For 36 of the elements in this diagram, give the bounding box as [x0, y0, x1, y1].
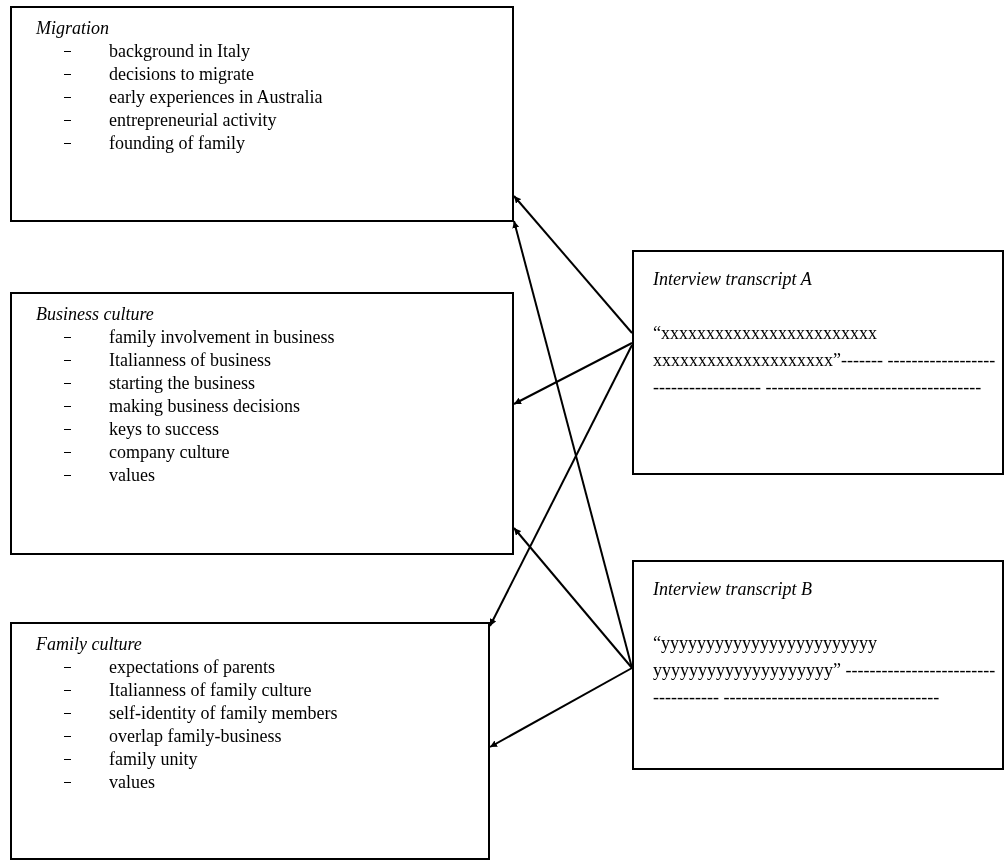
list-item: values [109, 464, 155, 487]
list-item: making business decisions [109, 395, 300, 418]
topic-heading: Migration [36, 17, 109, 40]
list-item: Italianness of family culture [109, 679, 312, 702]
topic-box [10, 6, 514, 222]
list-item: entrepreneurial activity [109, 109, 277, 132]
transcript-heading: Interview transcript B [653, 578, 812, 601]
topic-heading: Family culture [36, 633, 142, 656]
arrow [513, 342, 633, 405]
list-item: self-identity of family members [109, 702, 338, 725]
list-item: values [109, 771, 155, 794]
transcript-box [632, 560, 1004, 770]
topic-box [10, 622, 490, 860]
arrow [489, 344, 633, 627]
list-item: expectations of parents [109, 656, 275, 679]
arrow [512, 220, 633, 669]
transcript-box [632, 250, 1004, 475]
list-item: decisions to migrate [109, 63, 254, 86]
list-item: background in Italy [109, 40, 250, 63]
topic-box [10, 292, 514, 555]
list-item: family involvement in business [109, 326, 335, 349]
list-item: overlap family-business [109, 725, 282, 748]
list-item: keys to success [109, 418, 219, 441]
transcript-heading: Interview transcript A [653, 268, 812, 291]
list-item: founding of family [109, 132, 245, 155]
transcript-excerpt: “xxxxxxxxxxxxxxxxxxxxxxxx xxxxxxxxxxxxxxxxxxxx”------- ------------------------------------ ------------------------------------ [653, 322, 997, 399]
list-item: family unity [109, 748, 198, 771]
arrow [513, 527, 633, 669]
list-item: company culture [109, 441, 230, 464]
arrow [513, 195, 633, 334]
topic-heading: Business culture [36, 303, 154, 326]
list-item: starting the business [109, 372, 255, 395]
transcript-excerpt: “yyyyyyyyyyyyyyyyyyyyyyyy yyyyyyyyyyyyyyyyyyyy” ------------------------------------ ------------------------------------ [653, 632, 997, 709]
list-item: early experiences in Australia [109, 86, 323, 109]
arrow [489, 667, 633, 748]
list-item: Italianness of business [109, 349, 271, 372]
